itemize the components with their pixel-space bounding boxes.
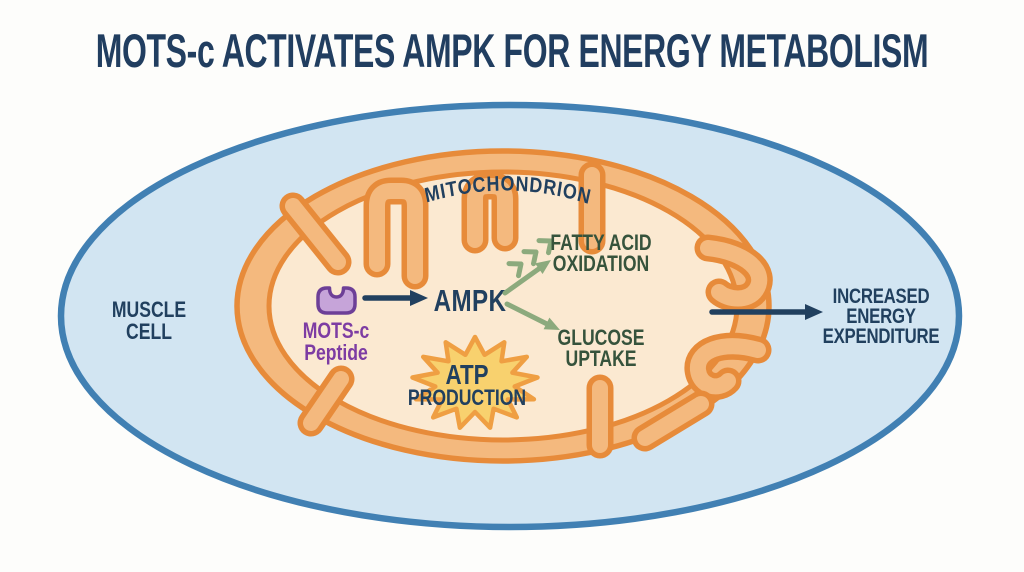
arrow-to-energy-head bbox=[805, 304, 823, 320]
atp-label-line1: ATP bbox=[445, 360, 488, 391]
ampk-label: AMPK bbox=[434, 283, 507, 318]
fatty-acid-oxidation-label: FATTY ACID OXIDATION bbox=[550, 231, 651, 276]
crista-3-fill bbox=[467, 178, 513, 248]
atp-production: ATP PRODUCTION bbox=[408, 334, 540, 430]
arrow-ampk-to-fatty-acid-shaft bbox=[502, 265, 543, 296]
mots-c-label-line2: Peptide bbox=[304, 341, 368, 365]
mitochondrion: MITOCHONDRION bbox=[234, 148, 773, 464]
arrow-motsc-to-ampk-head bbox=[410, 290, 428, 306]
muscle-cell-label-line2: CELL bbox=[126, 320, 172, 344]
atp-starburst bbox=[410, 334, 540, 430]
chevron-icon-1 bbox=[506, 261, 524, 279]
arrow-ampk-to-fatty-acid bbox=[502, 260, 551, 296]
chevron-icon-2 bbox=[521, 249, 539, 267]
arrow-ampk-to-glucose-shaft bbox=[504, 301, 550, 327]
activation-chevrons bbox=[506, 238, 554, 279]
page-title: MOTS-c ACTIVATES AMPK FOR ENERGY METABOL… bbox=[96, 25, 929, 78]
energy-expenditure-label: INCREASED ENERGY EXPENDITURE bbox=[823, 285, 940, 348]
arrow-motsc-to-ampk bbox=[362, 290, 428, 306]
mots-c-peptide: MOTS-c Peptide bbox=[303, 286, 369, 366]
cristae bbox=[279, 161, 773, 459]
arrow-ampk-to-glucose bbox=[504, 301, 560, 330]
energy-line3: EXPENDITURE bbox=[823, 325, 940, 348]
mots-c-label-line1: MOTS-c bbox=[303, 319, 369, 343]
muscle-cell-label-line1: MUSCLE bbox=[112, 298, 186, 322]
glucose-uptake-label: GLUCOSE UPTAKE bbox=[558, 326, 645, 371]
arrow-ampk-to-fatty-acid-head bbox=[535, 260, 551, 274]
crista-1-fill bbox=[285, 198, 346, 270]
fatty-acid-line2: OXIDATION bbox=[553, 252, 649, 276]
crista-5-fill bbox=[700, 240, 768, 307]
crista-7-fill bbox=[637, 396, 709, 446]
fatty-acid-line1: FATTY ACID bbox=[550, 231, 651, 255]
arrow-ampk-to-glucose-head bbox=[543, 317, 560, 330]
atp-label-line2: PRODUCTION bbox=[408, 386, 526, 410]
glucose-line2: UPTAKE bbox=[565, 347, 636, 371]
mots-c-peptide-icon bbox=[316, 286, 357, 315]
crista-9-fill bbox=[303, 371, 349, 431]
crista-6-fill bbox=[690, 338, 766, 395]
energy-line1: INCREASED bbox=[833, 285, 930, 308]
chevron-icon-3 bbox=[536, 238, 554, 256]
glucose-line1: GLUCOSE bbox=[558, 326, 645, 350]
arrow-to-energy-expenditure bbox=[709, 304, 823, 320]
energy-line2: ENERGY bbox=[846, 305, 916, 328]
crista-2-fill bbox=[369, 183, 423, 284]
